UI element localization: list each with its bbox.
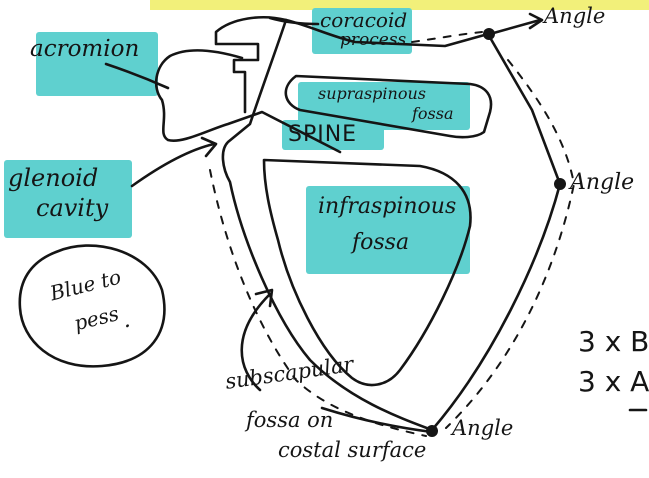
acromion-label: acromion — [30, 38, 139, 61]
angle-bottom-label: Angle — [452, 418, 513, 439]
right-edge-note-line1: 3 x B — [578, 328, 649, 356]
angle-top-label: Angle — [544, 6, 605, 27]
glenoid-label-line2: cavity — [36, 196, 108, 220]
angle-bottom-dot — [426, 425, 438, 437]
subscapular-label-line2: fossa on — [246, 410, 333, 431]
subscapular-label-line3: costal surface — [278, 440, 426, 461]
note-label-dot: . — [124, 310, 131, 332]
spine-label: SPINE — [288, 124, 357, 146]
coracoid-label-line1: coracoid — [320, 10, 407, 30]
infraspinous-label-line1: infraspinous — [318, 196, 456, 218]
glenoid-label-line1: glenoid — [8, 166, 98, 190]
supraspinous-label-line1: supraspinous — [318, 86, 426, 102]
subscapular-underline — [322, 408, 432, 432]
right-edge-note-line2: 3 x A — [578, 368, 649, 396]
dashed-outline-top — [412, 32, 482, 42]
coracoid-label-line2: process — [340, 32, 406, 49]
infraspinous-label-line2: fossa — [352, 232, 409, 254]
glenoid-arrow — [132, 144, 214, 186]
supraspinous-label-line2: fossa — [412, 106, 454, 122]
angle-middle-label: Angle — [570, 172, 634, 194]
angle-middle-dot — [554, 178, 566, 190]
medial-border — [432, 34, 560, 430]
angle-top-dot — [483, 28, 495, 40]
